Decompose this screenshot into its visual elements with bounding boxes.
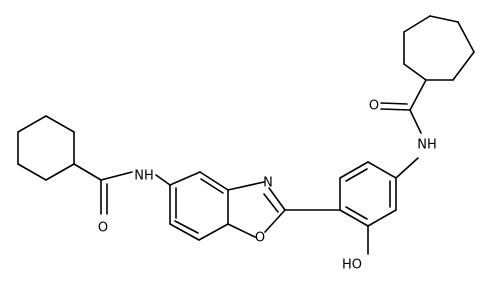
bond (169, 171, 201, 186)
aromatic-inner-bond (345, 168, 368, 182)
bond (73, 163, 102, 181)
right-amide (380, 79, 427, 179)
atom-label-nh-left: NH (134, 169, 154, 184)
bond (403, 15, 431, 33)
benzoxazole-benzene-ring (169, 171, 229, 241)
bond (380, 108, 411, 111)
bond (100, 171, 133, 181)
bond (198, 223, 229, 241)
bond (409, 109, 422, 134)
double-bond-inner (263, 193, 279, 213)
atom-labels: NH O N O O NH HO (98, 99, 437, 273)
left-amide (73, 163, 171, 215)
bond (452, 51, 475, 81)
bond (395, 157, 419, 179)
bond (367, 209, 397, 227)
right-cyclohexane-ring (403, 15, 475, 81)
bond (227, 223, 256, 238)
bond (17, 163, 47, 181)
atom-label-hydroxyl: HO (342, 258, 362, 273)
bond (403, 63, 427, 81)
bond (339, 209, 369, 227)
aromatic-inner-bond (200, 178, 224, 194)
bond (45, 115, 75, 133)
bond (199, 171, 229, 191)
double-bond-inner (380, 102, 408, 105)
atom-label-carbonyl-oxygen-right: O (369, 99, 379, 114)
aromatic-inner-bond (345, 206, 368, 220)
bond (227, 181, 265, 191)
bond (45, 163, 75, 181)
bond (17, 115, 47, 133)
bond (339, 161, 369, 179)
bond (169, 223, 200, 241)
bond (429, 15, 459, 23)
bond (264, 209, 286, 233)
bond (457, 21, 475, 53)
bond (409, 79, 427, 111)
oxazole-ring (227, 181, 286, 238)
atom-label-nh-right: NH (417, 138, 437, 153)
atom-label-carbonyl-oxygen-left: O (98, 221, 108, 236)
atom-label-oxazole-oxygen: O (255, 231, 265, 246)
bond (268, 187, 286, 211)
bond (155, 174, 171, 186)
aromatic-inner-bond (174, 220, 199, 234)
atom-label-oxazole-nitrogen: N (263, 176, 273, 191)
bond (367, 161, 397, 179)
phenol-ring (339, 161, 397, 227)
left-cyclohexane-ring (17, 115, 75, 181)
